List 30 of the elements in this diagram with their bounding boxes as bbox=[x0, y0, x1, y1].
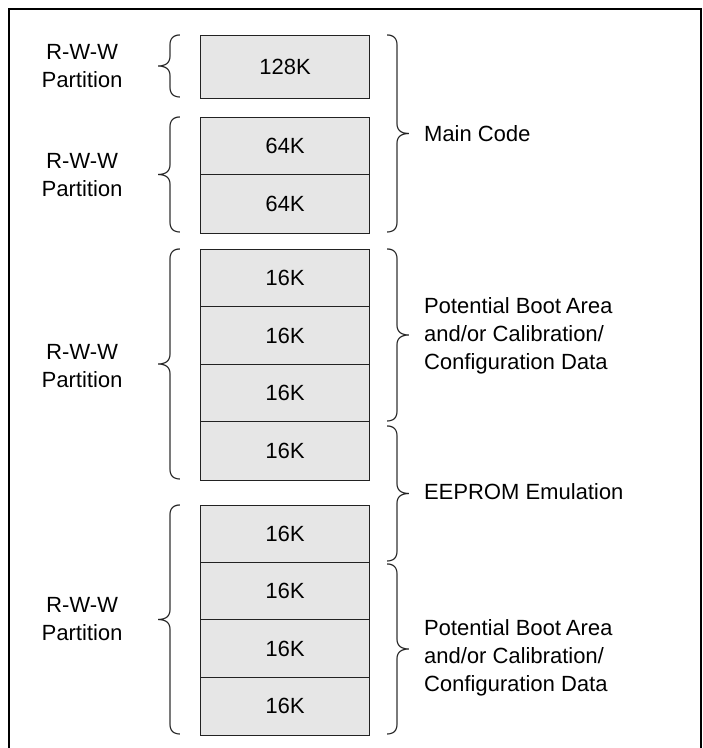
memory-block bbox=[200, 117, 370, 176]
region-label: Potential Boot Area and/or Calibration/ Configuration Data bbox=[424, 614, 614, 698]
memory-block bbox=[200, 306, 370, 366]
block-size: 16K bbox=[265, 521, 305, 548]
region-label: EEPROM Emulation bbox=[424, 478, 624, 506]
memory-block bbox=[200, 249, 370, 308]
memory-block bbox=[200, 677, 370, 736]
partition-label: R-W-W Partition bbox=[40, 147, 124, 203]
block-size: 16K bbox=[265, 322, 305, 349]
block-size: 128K bbox=[259, 54, 311, 80]
memory-block bbox=[200, 174, 370, 234]
block-size: 16K bbox=[265, 578, 305, 604]
block-size: 64K bbox=[265, 190, 305, 217]
memory-block bbox=[200, 505, 370, 564]
block-size: 16K bbox=[265, 380, 305, 406]
block-size: 16K bbox=[265, 693, 305, 720]
block-size: 16K bbox=[265, 438, 305, 464]
memory-block bbox=[200, 562, 370, 620]
region-label: Main Code bbox=[424, 120, 532, 148]
memory-block bbox=[200, 364, 370, 422]
block-size: 16K bbox=[265, 636, 305, 662]
block-size: 64K bbox=[265, 133, 305, 160]
partition-label: R-W-W Partition bbox=[40, 38, 124, 94]
memory-block bbox=[200, 421, 370, 480]
memory-block bbox=[200, 35, 370, 98]
region-label: Potential Boot Area and/or Calibration/ Configuration Data bbox=[424, 292, 614, 376]
block-size: 16K bbox=[265, 265, 305, 292]
memory-block bbox=[200, 619, 370, 678]
partition-label: R-W-W Partition bbox=[40, 591, 124, 647]
partition-label: R-W-W Partition bbox=[40, 338, 124, 394]
